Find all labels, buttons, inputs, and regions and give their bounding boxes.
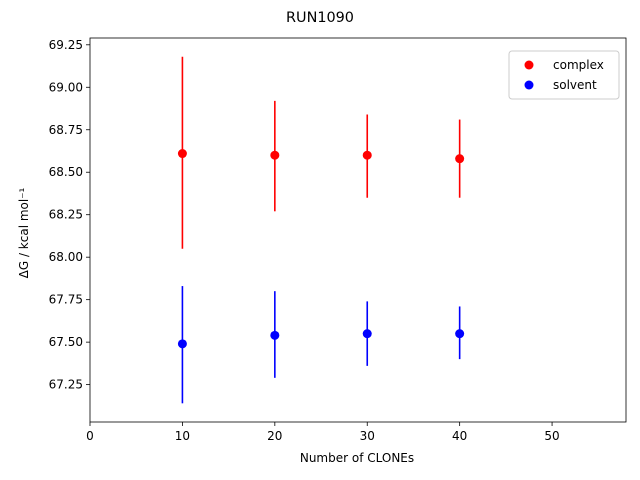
x-tick-label: 0 [86, 429, 94, 443]
y-tick-label: 67.25 [49, 378, 83, 392]
solvent-point [455, 329, 465, 339]
y-tick-label: 68.75 [49, 123, 83, 137]
y-axis-label: ΔG / kcal mol⁻¹ [17, 187, 31, 278]
legend-marker-solvent [524, 80, 534, 90]
legend-marker-complex [524, 60, 534, 70]
y-tick-label: 67.50 [49, 335, 83, 349]
y-tick-label: 69.25 [49, 38, 83, 52]
series-solvent [177, 286, 465, 404]
x-tick-label: 50 [544, 429, 559, 443]
solvent-point [177, 339, 187, 349]
y-axis-ticks: 67.25 67.50 67.75 68.00 68.25 68.50 68.75 69.00… [49, 38, 90, 392]
solvent-point [270, 330, 280, 340]
solvent-point [362, 329, 372, 339]
x-tick-label: 40 [452, 429, 467, 443]
x-tick-label: 20 [267, 429, 282, 443]
legend-label-complex: complex [553, 58, 604, 72]
axes-frame [89, 37, 627, 423]
x-tick-label: 30 [360, 429, 375, 443]
complex-point [270, 150, 280, 160]
x-axis-ticks: 0 10 20 30 40 50 [86, 422, 560, 443]
legend-box [508, 50, 620, 100]
data-series [177, 56, 465, 404]
chart-title: RUN1090 [286, 10, 354, 26]
series-complex [177, 56, 465, 249]
legend-label-solvent: solvent [553, 78, 597, 92]
x-axis-label: Number of CLONEs [300, 451, 414, 465]
y-tick-label: 67.75 [49, 293, 83, 307]
y-tick-label: 68.00 [49, 250, 83, 264]
legend[interactable]: complex solvent [508, 50, 620, 100]
y-tick-label: 69.00 [49, 80, 83, 94]
y-tick-label: 68.50 [49, 165, 83, 179]
y-tick-label: 68.25 [49, 208, 83, 222]
complex-point [362, 150, 372, 160]
x-tick-label: 10 [175, 429, 190, 443]
complex-point [455, 154, 465, 164]
complex-point [177, 149, 187, 159]
